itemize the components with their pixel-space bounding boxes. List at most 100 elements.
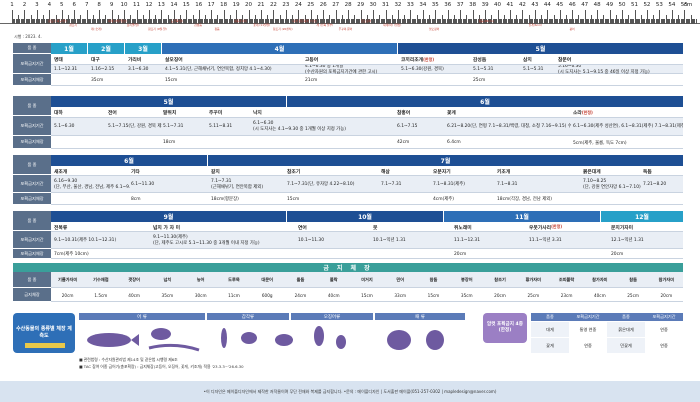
species-name: 고등어	[305, 58, 319, 63]
species-name: 참문어	[558, 58, 572, 63]
ruler-number: 20	[245, 2, 253, 8]
eel-icon	[148, 343, 200, 352]
size-limit: 18cm(항문장)	[211, 197, 239, 202]
ruler-number: 8	[97, 2, 101, 8]
section-squid: 오징어류	[291, 313, 373, 320]
ruler-annotation: 감성돔	[194, 23, 202, 27]
ruler-number: 9	[109, 2, 114, 8]
size-species: 돌돔	[296, 277, 305, 282]
size-table-title: 금 지 체 장	[13, 263, 683, 272]
month-header: 6월	[51, 155, 207, 166]
ruler-number: 18	[220, 2, 228, 8]
ruler-number: 2	[22, 2, 27, 8]
size-species: 황가자미	[525, 277, 541, 282]
species-name: 문치가자미	[611, 225, 634, 231]
crab-species: 대게	[531, 322, 569, 337]
ruler-number: 15	[182, 2, 190, 8]
closed-period: 6.16~9.30(단, 부산, 울산, 경남, 전남, 제주 6.1~9.30…	[54, 178, 130, 190]
ruler-number: 11	[133, 2, 140, 8]
species-name: 말쥐치	[163, 111, 177, 116]
ruler-annotation: 참돔(26cm)	[478, 19, 494, 23]
closed-period: 5.1~7.31	[163, 124, 184, 130]
crab-period: 연중	[660, 326, 668, 332]
ruler-number: 53	[655, 2, 663, 8]
size-species: 조피볼락	[558, 277, 575, 282]
month-header: 11월	[444, 211, 600, 222]
ruler-annotation: 광어	[569, 27, 575, 31]
lobster-icon	[241, 332, 257, 344]
row-label-period: 포획금지기간	[13, 116, 51, 136]
row-label-period: 포획금지기간	[13, 175, 51, 193]
species-name: 대하	[54, 111, 63, 116]
ruler-number: 12	[145, 2, 153, 8]
section-fish: 어 류	[79, 313, 205, 320]
closed-period: 9.1~10.31(제주 10.1~12.31)	[54, 237, 117, 243]
month-header: 5월	[398, 43, 683, 54]
size-species: 참돔	[629, 277, 637, 282]
ruler-number: 54	[668, 2, 676, 8]
month-header: 3월	[125, 43, 161, 54]
closed-period: 6.1~7.15	[397, 124, 418, 130]
size-limit: 6.4cm	[447, 140, 461, 145]
size-limit: 30cm	[194, 292, 207, 298]
size-species: 참조기	[494, 277, 506, 282]
crab-period: 연중	[660, 342, 668, 348]
ruler-number: 42	[518, 2, 526, 8]
species-name: 넙치 가 자 미	[153, 225, 181, 231]
closed-period: 5.1~7.15(단, 강원, 경북 제외)	[108, 124, 162, 130]
species-name: 참조기	[287, 169, 301, 175]
size-limit: 20cm	[494, 292, 506, 298]
species-name: 키조개	[497, 169, 511, 175]
row-label-species: 품 종	[13, 43, 51, 54]
period-row	[51, 65, 683, 74]
ruler-number: 30	[369, 2, 377, 8]
row-label-size: 포획금지체장	[13, 249, 51, 259]
size-limit: 18cm	[163, 140, 176, 145]
species-name: 연어	[298, 225, 307, 231]
month-header: 7월	[208, 155, 683, 166]
size-limit: 15cm	[287, 196, 300, 202]
size-limit: 24cm	[294, 292, 307, 298]
ruler-number: 29	[357, 2, 365, 8]
crab-species: 꽃게	[531, 338, 569, 353]
ruler-number: 19	[232, 2, 240, 8]
ruler-number: 33	[406, 2, 414, 8]
row-label-species: 품 종	[13, 155, 51, 175]
ruler-number: 5	[60, 2, 64, 8]
ruler-annotation: 주꾸미·문어	[338, 27, 353, 31]
size-species: 붕장어	[461, 277, 473, 282]
crab-header: 포획금지기간	[645, 313, 683, 321]
ruler-number: 17	[207, 2, 215, 8]
clam-icon	[426, 330, 444, 350]
ruler-number: 43	[531, 2, 539, 8]
flatfish-icon	[151, 328, 171, 340]
species-name: 쥐노래미	[454, 225, 472, 231]
abalone-icon	[387, 330, 411, 350]
closed-period: 5.16~6.30(시 도지사는 5.1~9.15 중 46일 이상 지정 가능…	[558, 65, 650, 74]
closed-period: 12.1~익년 1.31	[611, 237, 644, 243]
ruler-annotation: 대게·붉은대게 (수컷)	[292, 19, 318, 23]
species-name: 전복류	[54, 225, 68, 231]
ruler-number: 4	[47, 2, 52, 8]
size-limit: 15cm	[427, 292, 440, 298]
size-species: 도루묵	[228, 277, 240, 282]
ruler-annotation: 참조기 (20센치)	[273, 27, 293, 31]
species-name: 참홍어	[397, 111, 411, 116]
section-crustacean: 갑각류	[207, 313, 289, 320]
effective-date: 시행 : 2023. 4.	[14, 34, 42, 39]
ruler-number: 23	[282, 2, 290, 8]
size-species: 넙치	[163, 277, 172, 282]
bottom-section: 수산동물의 종류별 체장 계측도 어 류 갑각류 오징어류 패 류 ■ 관련법령…	[13, 313, 683, 376]
ruler-number: 32	[394, 2, 402, 8]
ruler-annotation: 돌게(6cm)	[528, 23, 543, 27]
ruler-number: 38	[469, 2, 477, 8]
size-limit: 42cm	[397, 140, 410, 145]
month-header: 5월	[51, 96, 286, 107]
ruler-annotation: 살오징어	[428, 27, 440, 31]
ruler-annotation: 갑오징어	[360, 19, 372, 23]
